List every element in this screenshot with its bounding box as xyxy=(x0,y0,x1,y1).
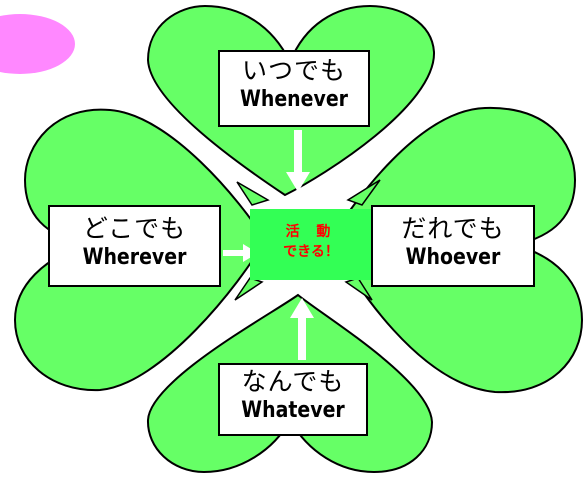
arrow-down xyxy=(286,130,310,192)
center-activity-box: 活 動 できる！ xyxy=(250,209,372,280)
leaf-bottom-ja: なんでも xyxy=(241,367,345,396)
leaf-left-ja: どこでも xyxy=(82,214,187,243)
leaf-top-ja: いつでも xyxy=(241,56,346,85)
leaf-notch-tr xyxy=(346,179,381,206)
leaf-label-right: だれでも Whoever xyxy=(371,205,535,287)
leaf-notch-tl xyxy=(236,181,270,206)
leaf-label-bottom: なんでも Whatever xyxy=(218,363,368,436)
leaf-label-left: どこでも Wherever xyxy=(48,205,221,287)
leaf-right-en: Whoever xyxy=(405,245,501,270)
leaf-notch-br xyxy=(344,277,373,301)
leaf-notch-bl xyxy=(234,277,264,301)
leaf-right-ja: だれでも xyxy=(401,214,505,243)
center-line-1: 活 動 xyxy=(285,224,337,240)
leaf-bottom-en: Whatever xyxy=(241,398,345,423)
leaf-left-en: Wherever xyxy=(82,245,187,270)
center-line-2: できる！ xyxy=(283,244,339,260)
corner-pink-blob xyxy=(0,14,75,74)
leaf-top-en: Whenever xyxy=(240,87,348,112)
leaf-label-top: いつでも Whenever xyxy=(218,50,370,127)
arrow-up xyxy=(290,298,314,360)
